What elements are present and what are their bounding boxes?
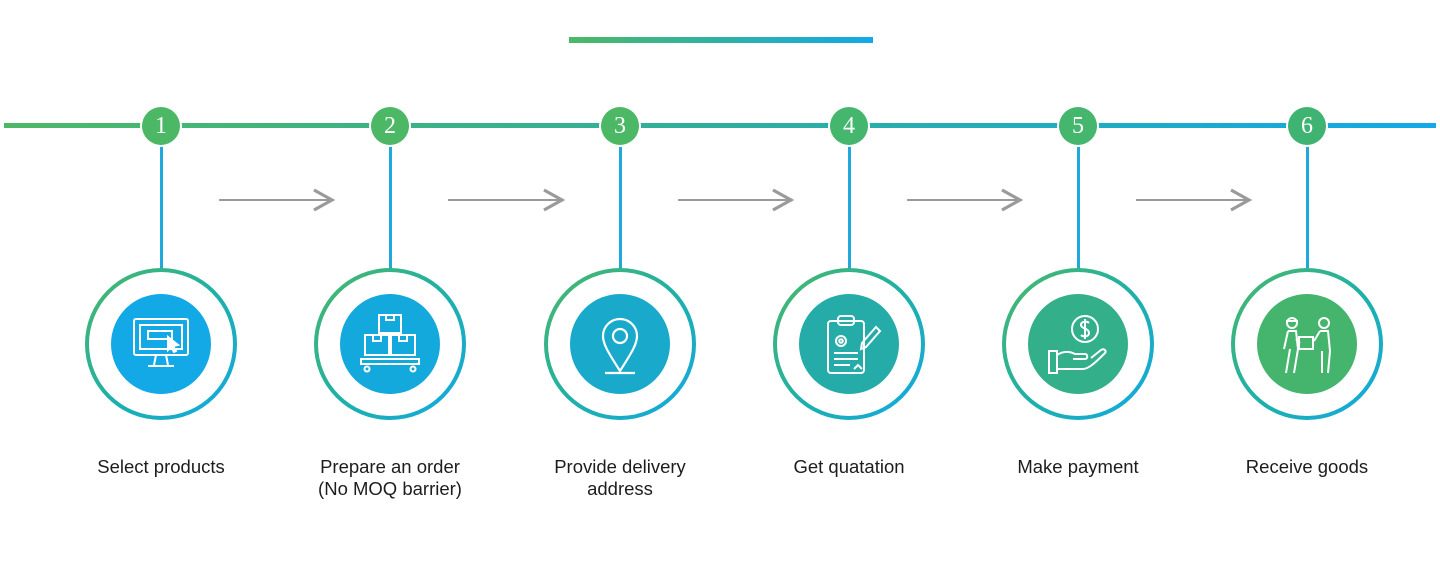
computer-click-icon — [126, 309, 196, 379]
step-icon-disc — [111, 294, 211, 394]
step-connector — [1076, 144, 1080, 270]
step-icon-ring — [85, 268, 237, 420]
step-6: 6 Receive goods — [1192, 100, 1422, 520]
step-number-badge: 6 — [1288, 107, 1326, 145]
step-connector — [1305, 144, 1309, 270]
step-icon-ring — [314, 268, 466, 420]
step-connector — [618, 144, 622, 270]
step-number-badge: 3 — [601, 107, 639, 145]
step-number-badge: 1 — [142, 107, 180, 145]
step-3: 3 Provide delivery address — [505, 100, 735, 520]
step-icon-disc — [1257, 294, 1357, 394]
title-accent-bar — [569, 37, 873, 43]
step-connector — [159, 144, 163, 270]
step-icon-disc — [1028, 294, 1128, 394]
delivery-handover-icon — [1272, 309, 1342, 379]
step-number-badge: 5 — [1059, 107, 1097, 145]
step-4: 4 Get quatation — [734, 100, 964, 520]
step-connector — [388, 144, 392, 270]
step-label: Prepare an order (No MOQ barrier) — [318, 456, 462, 499]
step-1: 1 Select products — [46, 100, 276, 520]
step-label: Make payment — [1017, 456, 1139, 477]
step-icon-disc — [799, 294, 899, 394]
step-2: 2 Prepare an order (No MOQ barrier) — [275, 100, 505, 520]
step-icon-disc — [570, 294, 670, 394]
step-icon-ring — [1231, 268, 1383, 420]
step-5: 5 Make payment — [963, 100, 1193, 520]
step-number-badge: 2 — [371, 107, 409, 145]
step-icon-ring — [544, 268, 696, 420]
step-label: Select products — [97, 456, 225, 477]
hand-dollar-icon — [1043, 309, 1113, 379]
step-number-badge: 4 — [830, 107, 868, 145]
boxes-pallet-icon — [355, 309, 425, 379]
timeline-line — [4, 123, 1436, 128]
step-label: Get quatation — [793, 456, 905, 477]
step-icon-ring — [773, 268, 925, 420]
step-icon-ring — [1002, 268, 1154, 420]
step-icon-disc — [340, 294, 440, 394]
clipboard-quote-icon — [814, 309, 884, 379]
location-pin-icon — [585, 309, 655, 379]
step-label: Provide delivery address — [554, 456, 686, 499]
step-label: Receive goods — [1245, 456, 1369, 477]
step-connector — [847, 144, 851, 270]
